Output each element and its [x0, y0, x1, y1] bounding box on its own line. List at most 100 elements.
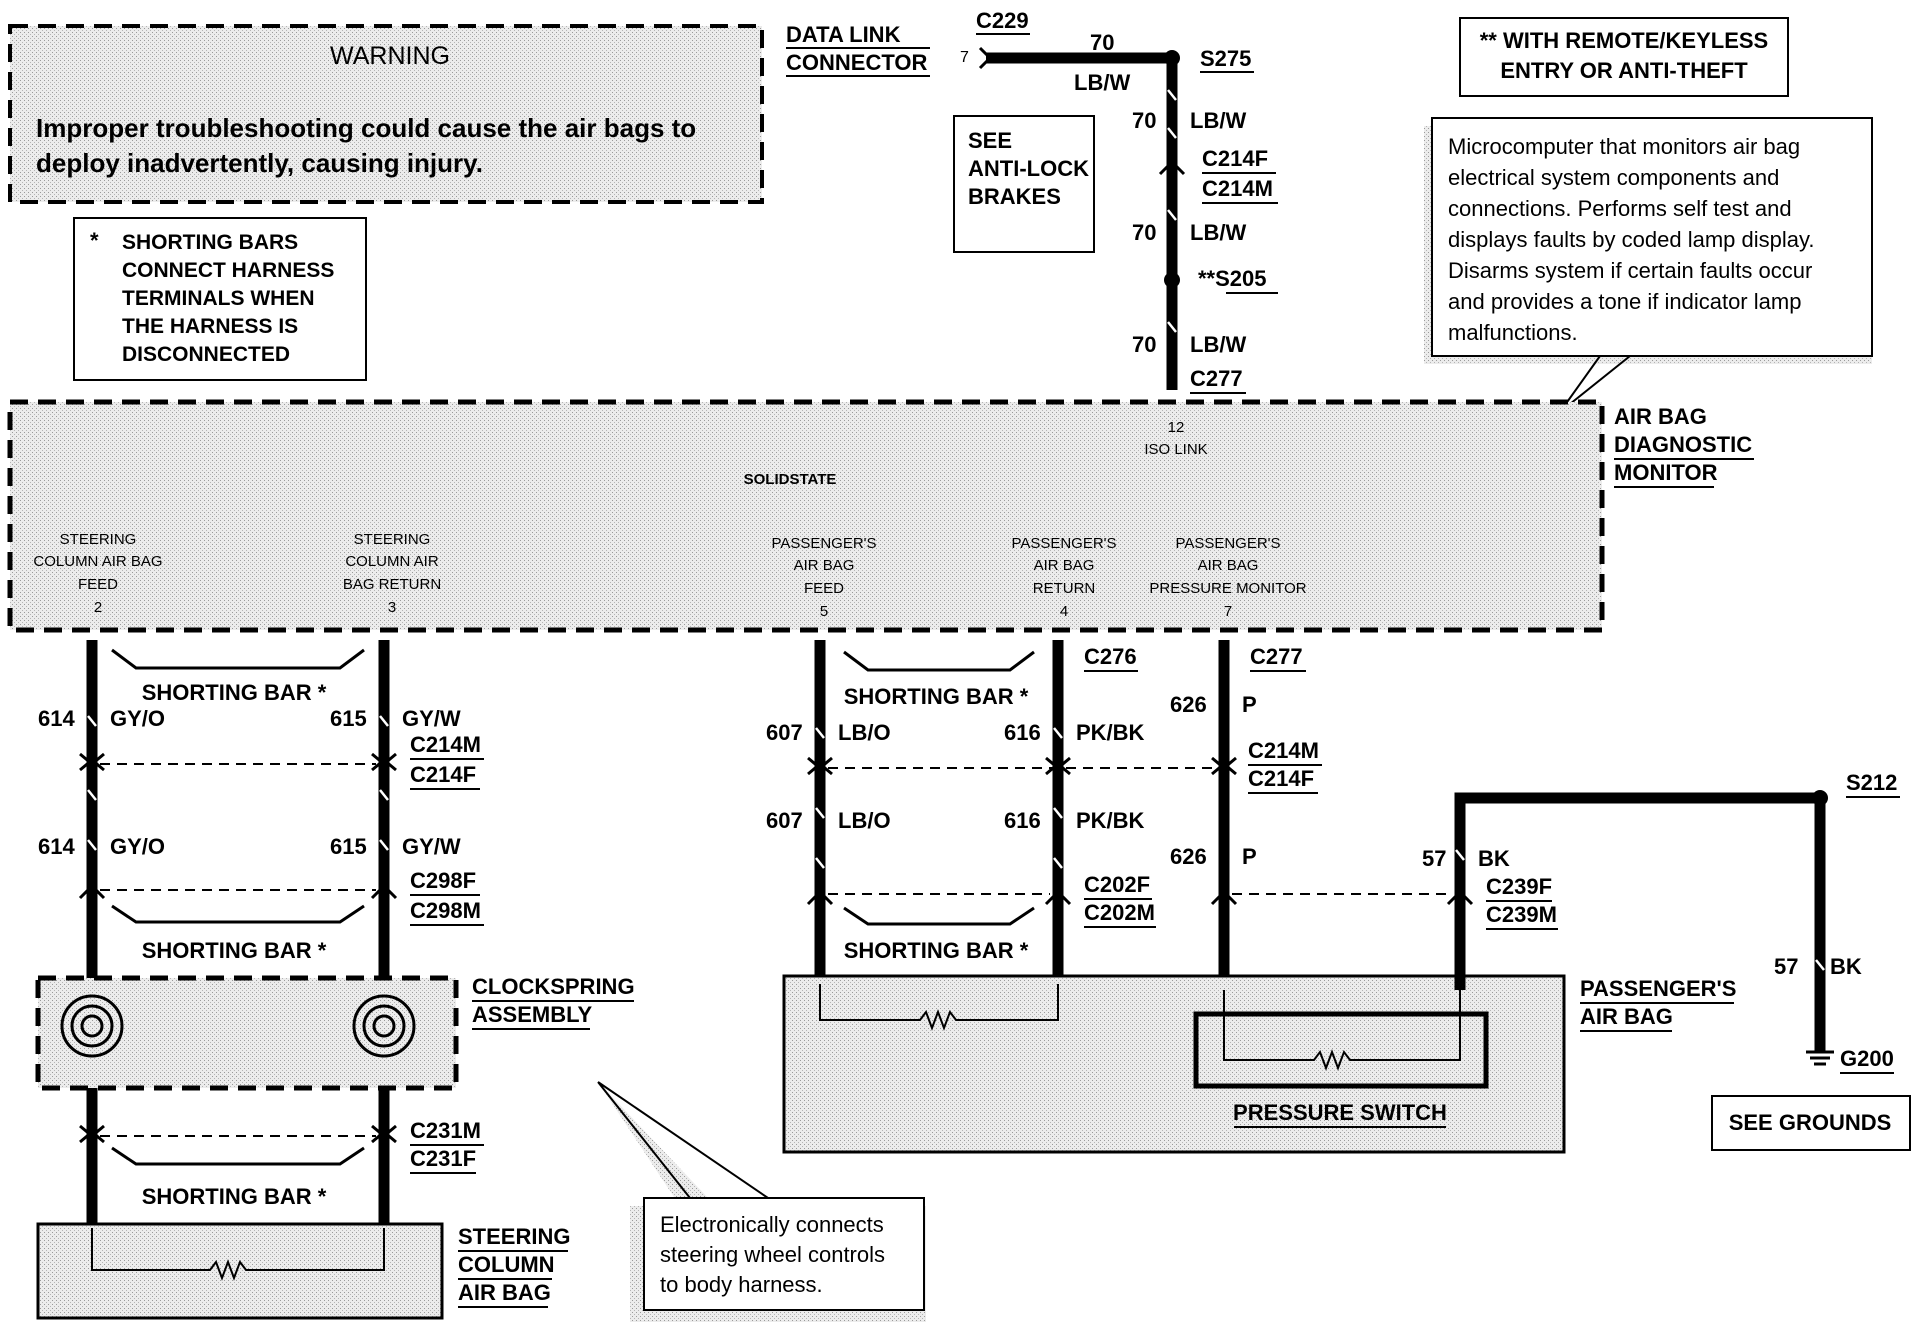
- top-circuit-1: 70: [1132, 108, 1156, 133]
- ground-c239f: C239F: [1486, 874, 1552, 899]
- top-color-3: LB/W: [1190, 332, 1246, 357]
- pin-7-line-1: PASSENGER'S: [1175, 535, 1280, 552]
- steering-circuit: SHORTING BAR * 614 GY/O 615 GY/W C214M C…: [35, 640, 635, 1320]
- clockspring-desc-3: to body harness.: [660, 1272, 823, 1297]
- passenger-c214m: C214M: [1248, 738, 1319, 763]
- w615-circuit-2: 615: [330, 834, 367, 859]
- pin-5-line-2: AIR BAG: [794, 557, 855, 574]
- remote-note: ** WITH REMOTE/KEYLESS ENTRY OR ANTI-THE…: [1459, 17, 1789, 97]
- clockspring-line-1: CLOCKSPRING: [472, 974, 635, 999]
- pin-2-line-2: COLUMN AIR BAG: [33, 553, 162, 570]
- passenger-shorting-bar-2: SHORTING BAR *: [844, 938, 1029, 963]
- pin-4-num: 4: [1060, 603, 1068, 620]
- w607-circuit-2: 607: [766, 808, 803, 833]
- w607-color-1: LB/O: [838, 720, 891, 745]
- passenger-airbag-line-1: PASSENGER'S: [1580, 976, 1736, 1001]
- pin-3-line-2: COLUMN AIR: [345, 553, 439, 570]
- shorting-bar-note: * SHORTING BARS CONNECT HARNESS TERMINAL…: [73, 217, 367, 381]
- w614-circuit-2: 614: [38, 834, 75, 859]
- anti-lock-line-3: BRAKES: [968, 184, 1061, 209]
- passenger-c214f: C214F: [1248, 766, 1314, 791]
- steering-c298f: C298F: [410, 868, 476, 893]
- w615-circuit-1: 615: [330, 706, 367, 731]
- c229-label: C229: [976, 8, 1029, 33]
- pin-4-line-3: RETURN: [1033, 580, 1096, 597]
- pin-2-line-1: STEERING: [60, 531, 137, 548]
- solidstate-label: SOLIDSTATE: [744, 471, 837, 488]
- steering-airbag-line-2: COLUMN: [458, 1252, 555, 1277]
- steering-c231m: C231M: [410, 1118, 481, 1143]
- clockspring-coil-left: [60, 994, 124, 1058]
- ground-c239m: C239M: [1486, 902, 1557, 927]
- w607-color-2: LB/O: [838, 808, 891, 833]
- w615-color-2: GY/W: [402, 834, 461, 859]
- note-line-4: THE HARNESS IS: [122, 315, 298, 338]
- pin-2-line-3: FEED: [78, 576, 118, 593]
- top-c214f: C214F: [1202, 146, 1268, 171]
- micro-line-4: displays faults by coded lamp display.: [1448, 227, 1814, 252]
- warning-title: WARNING: [330, 42, 450, 70]
- w614-color-1: GY/O: [110, 706, 165, 731]
- note-line-3: TERMINALS WHEN: [122, 287, 315, 310]
- module-name-1: AIR BAG: [1614, 404, 1707, 429]
- note-line-5: DISCONNECTED: [122, 343, 290, 366]
- data-link-line-2: CONNECTOR: [786, 50, 927, 75]
- w616-circuit-2: 616: [1004, 808, 1041, 833]
- clockspring-desc-1: Electronically connects: [660, 1212, 884, 1237]
- micro-line-3: connections. Performs self test and: [1448, 196, 1792, 221]
- pin-5-num: 5: [820, 603, 828, 620]
- steering-airbag-line-3: AIR BAG: [458, 1280, 551, 1305]
- w616-circuit-1: 616: [1004, 720, 1041, 745]
- pin-3: STEERING COLUMN AIR BAG RETURN 3: [343, 531, 441, 616]
- w57-color-2: BK: [1830, 954, 1862, 979]
- anti-lock-note: SEE ANTI-LOCK BRAKES: [953, 115, 1095, 253]
- w614-color-2: GY/O: [110, 834, 165, 859]
- micro-line-2: electrical system components and: [1448, 165, 1779, 190]
- pin-3-line-3: BAG RETURN: [343, 576, 441, 593]
- top-color-2: LB/W: [1190, 220, 1246, 245]
- pin-12-num: 12: [1168, 419, 1185, 436]
- w626-circuit-2: 626: [1170, 844, 1207, 869]
- ground-icon: [1806, 1050, 1834, 1066]
- top-c277: C277: [1190, 366, 1243, 391]
- clockspring-line-2: ASSEMBLY: [472, 1002, 593, 1027]
- steering-c298m: C298M: [410, 898, 481, 923]
- air-bag-diagnostic-monitor: AIR BAG DIAGNOSTIC MONITOR SOLIDSTATE 12…: [7, 399, 1754, 633]
- g200-label: G200: [1840, 1046, 1894, 1071]
- note-line-1: SHORTING BARS: [122, 231, 298, 254]
- steering-airbag-line-1: STEERING: [458, 1224, 570, 1249]
- top-circuit-2: 70: [1132, 220, 1156, 245]
- w616-color-2: PK/BK: [1076, 808, 1145, 833]
- pin-7: PASSENGER'S AIR BAG PRESSURE MONITOR 7: [1149, 535, 1306, 620]
- ground-circuit: S212 57 BK C239F C239M 57 BK G200 SEE GR…: [1422, 770, 1911, 1151]
- clockspring-description: Electronically connects steering wheel c…: [597, 1081, 926, 1322]
- pin-3-line-1: STEERING: [354, 531, 431, 548]
- steering-shorting-bar-3: SHORTING BAR *: [142, 1184, 327, 1209]
- pin-5: PASSENGER'S AIR BAG FEED 5: [771, 535, 876, 620]
- w626-circuit-1: 626: [1170, 692, 1207, 717]
- w57-color-1: BK: [1478, 846, 1510, 871]
- warning-box: WARNING Improper troubleshooting could c…: [8, 24, 764, 204]
- pin-7-line-2: AIR BAG: [1198, 557, 1259, 574]
- top-color-1: LB/W: [1190, 108, 1246, 133]
- passenger-shorting-bar-1: SHORTING BAR *: [844, 684, 1029, 709]
- anti-lock-line-2: ANTI-LOCK: [968, 156, 1089, 181]
- warning-line-2: deploy inadvertently, causing injury.: [36, 148, 483, 178]
- w626-color-2: P: [1242, 844, 1257, 869]
- remote-line-2: ENTRY OR ANTI-THEFT: [1500, 58, 1748, 83]
- c229-pin: 7: [960, 49, 969, 66]
- c229-circuit: 70: [1090, 30, 1114, 55]
- data-link-line-1: DATA LINK: [786, 22, 901, 47]
- micro-line-6: and provides a tone if indicator lamp: [1448, 289, 1801, 314]
- micro-line-5: Disarms system if certain faults occur: [1448, 258, 1812, 283]
- micro-description: Microcomputer that monitors air bag elec…: [1424, 117, 1873, 413]
- remote-line-1: ** WITH REMOTE/KEYLESS: [1480, 28, 1768, 53]
- clockspring-coil-right: [352, 994, 416, 1058]
- pin-7-num: 7: [1224, 603, 1232, 620]
- top-c214m: C214M: [1202, 176, 1273, 201]
- w614-circuit-1: 614: [38, 706, 75, 731]
- top-wire: S275 70 LB/W C214F C214M 70 LB/W **S205 …: [1132, 46, 1278, 394]
- s212-label: S212: [1846, 770, 1897, 795]
- w626-color-1: P: [1242, 692, 1257, 717]
